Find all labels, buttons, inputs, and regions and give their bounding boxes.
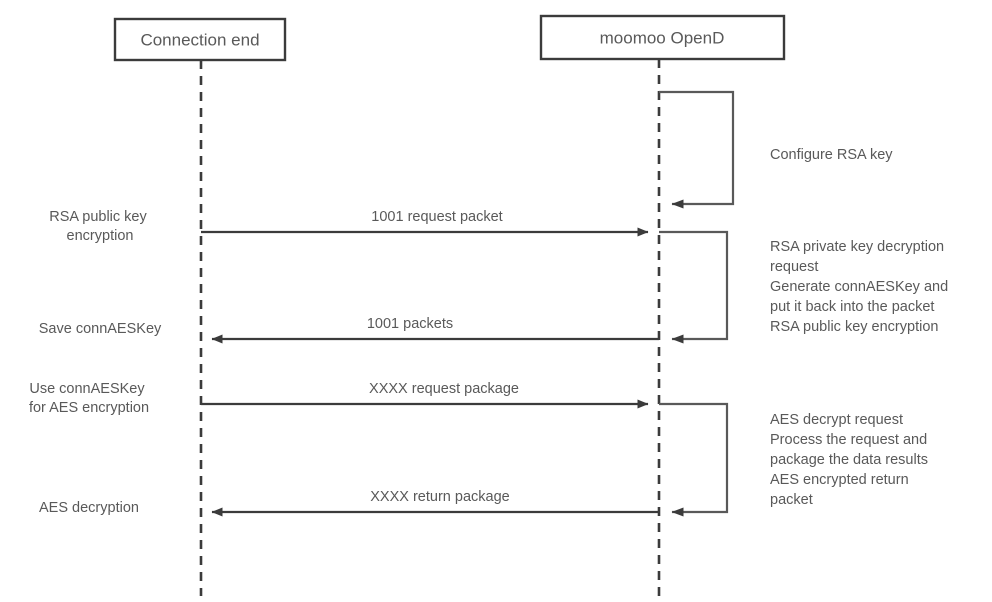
participant-label-moomoo-opend: moomoo OpenD bbox=[600, 28, 725, 47]
note-line: AES encrypted return bbox=[770, 472, 909, 488]
note-line: put it back into the packet bbox=[770, 299, 934, 315]
note-line: packet bbox=[770, 492, 813, 508]
annotation-rsa-public-key-encryption: RSA public key encryption bbox=[49, 209, 151, 244]
annotation-line: Save connAESKey bbox=[39, 321, 162, 337]
self-loop-configure-rsa-key bbox=[659, 90, 735, 209]
participant-boxes: Connection end moomoo OpenD bbox=[113, 14, 786, 62]
annotation-use-connaeskey-for-aes-encryption: Use connAESKey for AES encryption bbox=[29, 381, 149, 416]
note-configure-rsa-key: Configure RSA key bbox=[770, 147, 893, 163]
message-label-1001-request: 1001 request packet bbox=[371, 209, 502, 225]
self-loops bbox=[659, 90, 735, 517]
note-line: request bbox=[770, 259, 818, 275]
participant-box-connection-end[interactable] bbox=[113, 17, 287, 62]
participant-label-connection-end: Connection end bbox=[140, 30, 259, 49]
note-line: Configure RSA key bbox=[770, 147, 893, 163]
note-line: RSA private key decryption bbox=[770, 239, 944, 255]
annotation-aes-decryption: AES decryption bbox=[39, 500, 139, 516]
annotation-line: Use connAESKey bbox=[29, 381, 145, 397]
note-line: RSA public key encryption bbox=[770, 319, 938, 335]
self-loop-rsa-private-key-decryption bbox=[659, 230, 729, 344]
right-annotations: Configure RSA key RSA private key decryp… bbox=[770, 147, 952, 508]
annotation-line: AES decryption bbox=[39, 500, 139, 516]
message-label-xxxx-request: XXXX request package bbox=[369, 381, 519, 397]
note-line: Process the request and bbox=[770, 432, 927, 448]
annotation-line: encryption bbox=[67, 228, 134, 244]
note-line: package the data results bbox=[770, 452, 928, 468]
left-annotations: RSA public key encryption Save connAESKe… bbox=[29, 209, 162, 516]
message-label-1001-packets: 1001 packets bbox=[367, 316, 453, 332]
message-label-xxxx-return: XXXX return package bbox=[370, 489, 509, 505]
self-loop-aes-process bbox=[659, 402, 729, 517]
messages: 1001 request packet 1001 packets XXXX re… bbox=[201, 209, 659, 517]
annotation-save-connaeskey: Save connAESKey bbox=[39, 321, 162, 337]
note-aes-decrypt-request: AES decrypt request Process the request … bbox=[770, 412, 932, 508]
annotation-line: for AES encryption bbox=[29, 400, 149, 416]
note-line: AES decrypt request bbox=[770, 412, 903, 428]
note-rsa-private-key-decryption: RSA private key decryption request Gener… bbox=[770, 239, 952, 335]
annotation-line: RSA public key bbox=[49, 209, 147, 225]
note-line: Generate connAESKey and bbox=[770, 279, 948, 295]
participant-box-moomoo-opend[interactable] bbox=[539, 14, 786, 61]
